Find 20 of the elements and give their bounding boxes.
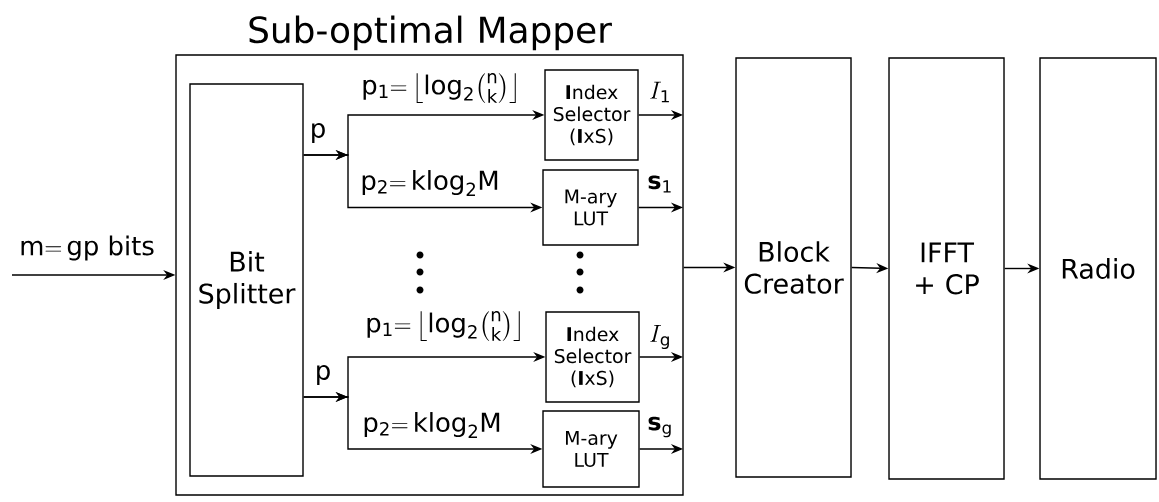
signal-label: p [312,123,325,143]
block-box: Radio [1039,57,1157,480]
block-box: IFFT + CP [888,57,1005,480]
block-box: Block Creator [735,57,852,478]
edge-label: $\mathsf{p}_{\mathsf{1}}{=}\left\lfloor\mathsf{log}_{\mathsf{2}}\binom{\mathsf{n}}{\mathsf{k}}\right\rfloor$ [363,73,516,103]
edge-label: $\mathsf{p}_{\mathsf{1}}{=}\left\lfloor\mathsf{log}_{\mathsf{2}}\binom{\mathsf{n}}{\mathsf{k}}\right\rfloor$ [367,311,520,341]
heading: Sub-optimal Mapper [249,15,612,51]
signal-label: p [317,365,330,385]
lut-box: M-ary LUT [542,410,640,488]
edge-label: $\mathsf{p}_{\mathsf{2}}{=}\,\mathsf{klog}_{\mathsf{2}}\mathsf{M}$ [364,412,500,438]
edge-label: $\mathbf{s}_{\mathsf{1}}$ [648,175,671,193]
lut-box: M-ary LUT [542,169,639,246]
edge-label: $\mathsf{m}{=}\,\mathsf{gp\ bits}$ [21,235,154,261]
selector-box: Index Selector (IxS) [544,69,639,161]
edge-label: $\mathbf{s}_{\mathsf{g}}$ [648,416,671,438]
edge-label: $I_{\mathsf{g}}$ [650,324,669,350]
selector-box: Index Selector (IxS) [545,311,640,403]
edge-label: $\mathsf{p}_{\mathsf{2}}{=}\,\mathsf{klog}_{\mathsf{2}}\mathsf{M}$ [362,170,498,196]
splitter-box: Bit Splitter [189,83,304,477]
edge-label: $I_{\mathsf{1}}$ [650,81,669,103]
